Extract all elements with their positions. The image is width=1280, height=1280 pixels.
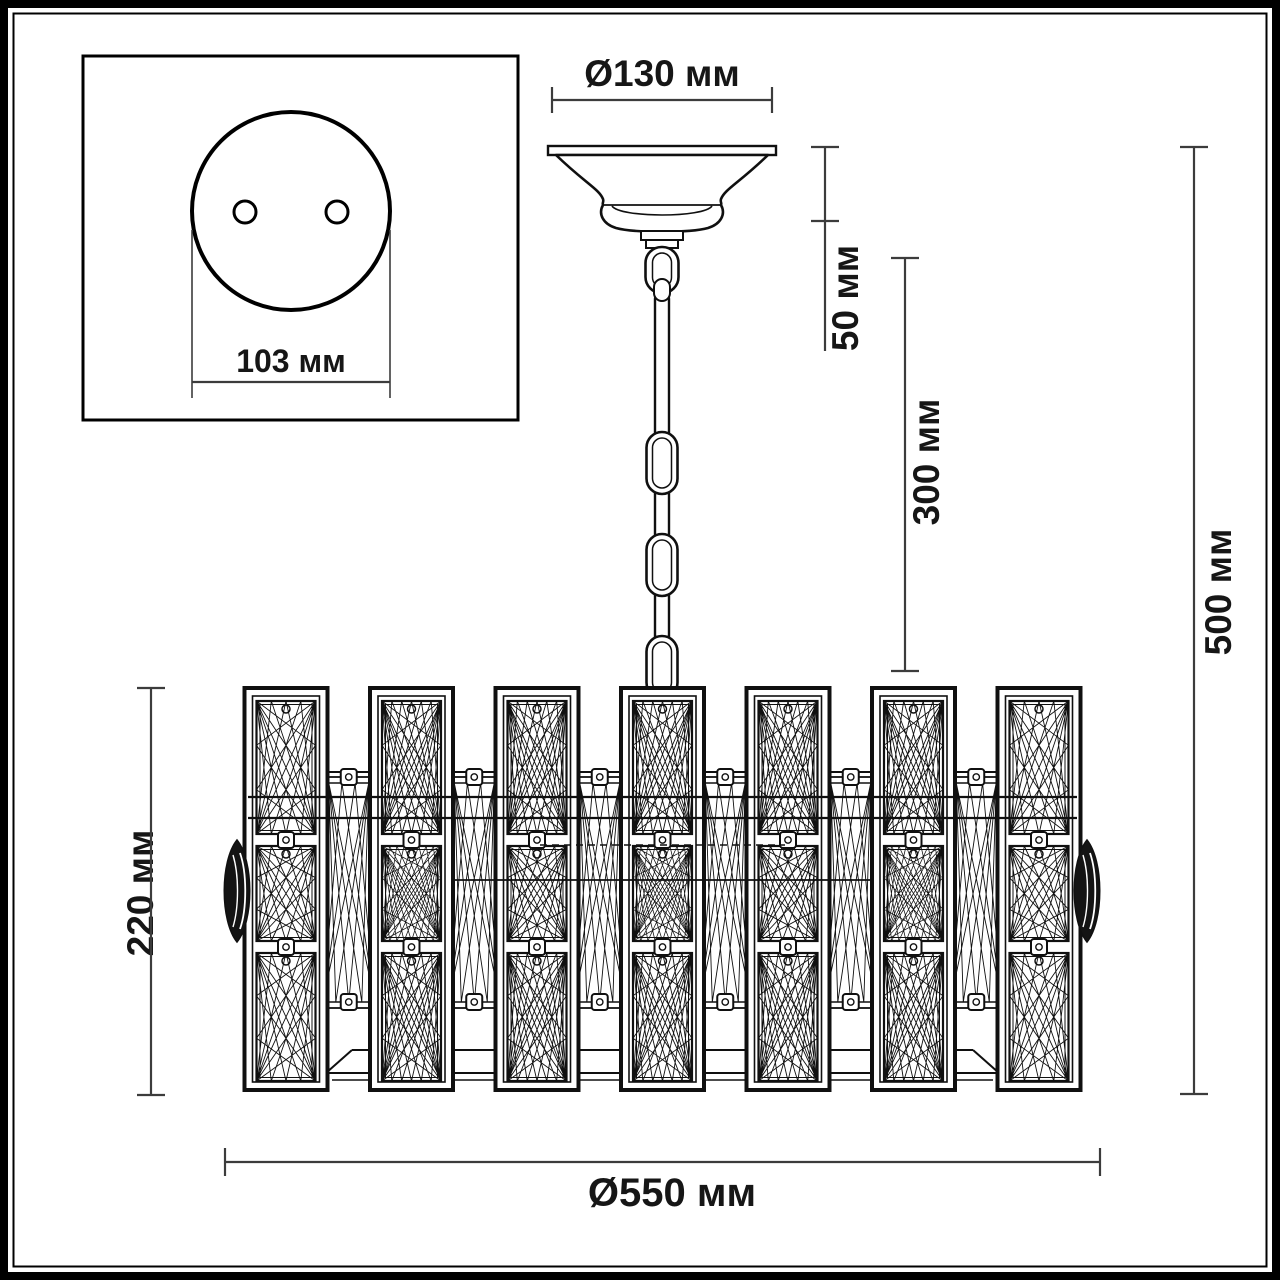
dim-canopy-height-label: 50 мм — [825, 245, 866, 351]
dim-canopy-diameter-label: Ø130 мм — [584, 53, 740, 94]
ceiling-canopy — [546, 144, 778, 302]
dim-chain-length-label: 300 мм — [906, 399, 947, 526]
dim-overall-height-label: 500 мм — [1198, 529, 1239, 656]
chandelier-body — [223, 686, 1101, 1092]
dimension-annotations: Ø130 мм 50 мм 300 мм 500 мм 220 мм Ø550 … — [120, 53, 1239, 1215]
dim-body-height-label: 220 мм — [120, 830, 161, 957]
dim-mounting-plate-label: 103 мм — [236, 343, 346, 379]
mounting-plate-detail-box — [81, 54, 520, 422]
dim-body-diameter-label: Ø550 мм — [588, 1171, 756, 1215]
